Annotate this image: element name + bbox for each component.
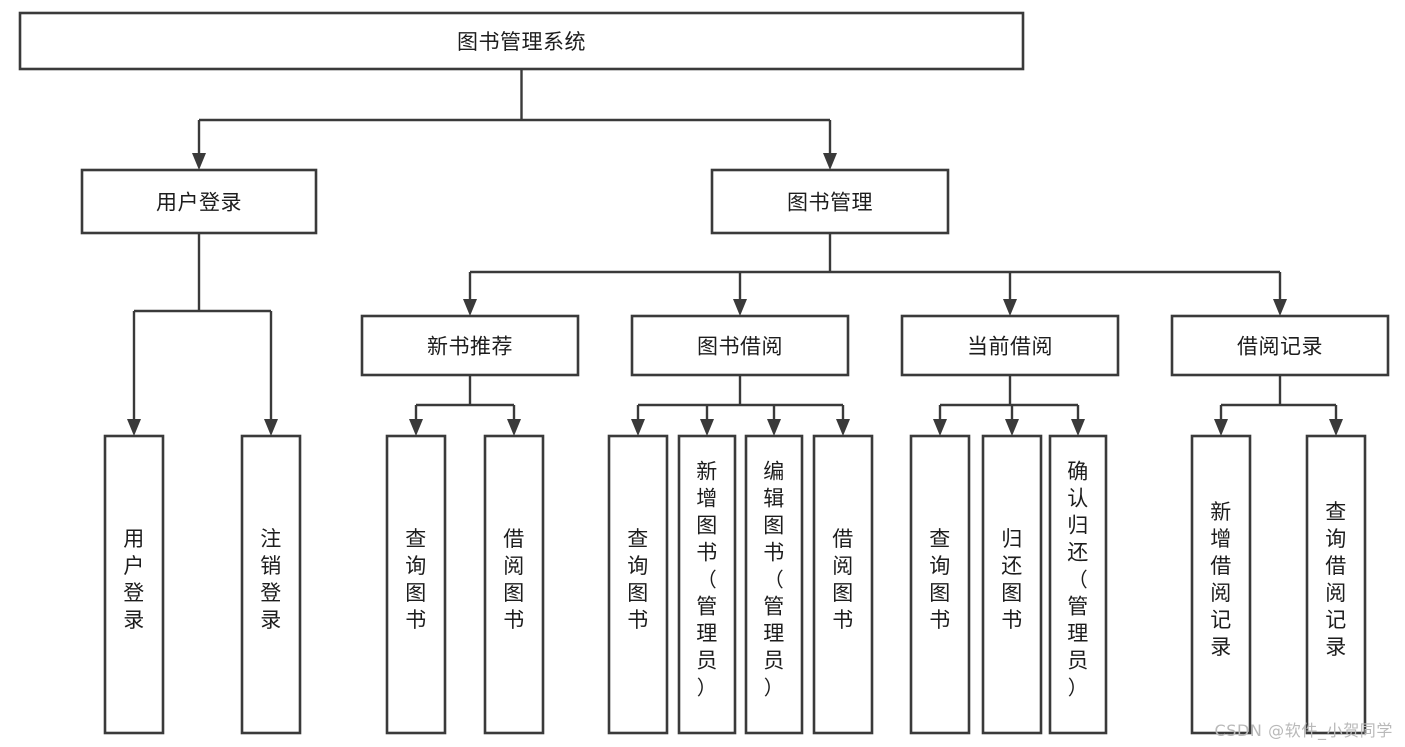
connector-book-borrow-to-leaves [631, 375, 850, 436]
connector-borrow-record-to-leaves [1214, 375, 1343, 436]
arrow-head-icon [409, 419, 423, 436]
arrow-head-icon [1329, 419, 1343, 436]
node-label: 查询图书 [627, 527, 649, 632]
node-label: 用户登录 [156, 191, 242, 215]
arrow-head-icon [127, 419, 141, 436]
node-borrow-record[interactable]: 借阅记录 [1170, 314, 1390, 377]
arrow-head-icon [1273, 299, 1287, 316]
node-label: 图书管理 [787, 191, 873, 215]
node-leaf-query-book-2[interactable]: 查询图书 [607, 434, 669, 735]
arrow-head-icon [192, 153, 206, 170]
node-label: 查询图书 [405, 527, 427, 632]
node-label: 新增借阅记录 [1210, 500, 1232, 659]
connector-book-management-to-level3 [463, 233, 1287, 316]
node-book-management[interactable]: 图书管理 [710, 168, 950, 235]
connector-layer [127, 69, 1343, 436]
connector-root-to-level2 [192, 69, 837, 170]
node-leaf-add-borrow-record[interactable]: 新增借阅记录 [1190, 434, 1252, 735]
connector-new-book-recommend-to-leaves [409, 375, 521, 436]
node-leaf-query-borrow-record[interactable]: 查询借阅记录 [1305, 434, 1367, 735]
node-leaf-add-book[interactable]: 新增图书（管理员） [677, 434, 737, 735]
arrow-head-icon [631, 419, 645, 436]
node-new-book-recommend[interactable]: 新书推荐 [360, 314, 580, 377]
node-label: 借阅记录 [1237, 335, 1323, 359]
arrow-head-icon [1214, 419, 1228, 436]
node-label: 注销登录 [260, 527, 282, 632]
arrow-head-icon [463, 299, 477, 316]
node-label: 编辑图书（管理员） [763, 460, 785, 700]
node-leaf-confirm-return[interactable]: 确认归还（管理员） [1048, 434, 1108, 735]
node-label: 新增图书（管理员） [696, 460, 718, 700]
node-label: 用户登录 [123, 527, 145, 632]
node-leaf-user-login[interactable]: 用户登录 [103, 434, 165, 735]
node-label: 图书借阅 [697, 335, 783, 359]
arrow-head-icon [836, 419, 850, 436]
node-label: 查询图书 [929, 527, 951, 632]
arrow-head-icon [733, 299, 747, 316]
node-label: 图书管理系统 [457, 30, 586, 54]
node-book-borrow[interactable]: 图书借阅 [630, 314, 850, 377]
node-label: 归还图书 [1001, 527, 1023, 632]
arrow-head-icon [264, 419, 278, 436]
arrow-head-icon [700, 419, 714, 436]
node-user-login[interactable]: 用户登录 [80, 168, 318, 235]
node-label: 查询借阅记录 [1325, 500, 1347, 659]
node-leaf-borrow-book-2[interactable]: 借阅图书 [812, 434, 874, 735]
node-leaf-return-book[interactable]: 归还图书 [981, 434, 1043, 735]
node-label: 确认归还（管理员） [1067, 460, 1089, 700]
node-leaf-query-book-1[interactable]: 查询图书 [385, 434, 447, 735]
arrow-head-icon [767, 419, 781, 436]
arrow-head-icon [933, 419, 947, 436]
node-layer: 图书管理系统用户登录图书管理新书推荐图书借阅当前借阅借阅记录用户登录注销登录查询… [18, 11, 1390, 735]
node-leaf-query-book-3[interactable]: 查询图书 [909, 434, 971, 735]
node-current-borrow[interactable]: 当前借阅 [900, 314, 1120, 377]
arrow-head-icon [1071, 419, 1085, 436]
arrow-head-icon [1003, 299, 1017, 316]
node-label: 借阅图书 [503, 527, 525, 632]
arrow-head-icon [507, 419, 521, 436]
node-leaf-logout[interactable]: 注销登录 [240, 434, 302, 735]
node-label: 当前借阅 [967, 335, 1053, 359]
arrow-head-icon [823, 153, 837, 170]
connector-user-login-to-leaves [127, 233, 278, 436]
arrow-head-icon [1005, 419, 1019, 436]
node-root[interactable]: 图书管理系统 [18, 11, 1025, 71]
node-leaf-borrow-book-1[interactable]: 借阅图书 [483, 434, 545, 735]
node-label: 借阅图书 [832, 527, 854, 632]
connector-current-borrow-to-leaves [933, 375, 1085, 436]
node-leaf-edit-book[interactable]: 编辑图书（管理员） [744, 434, 804, 735]
node-label: 新书推荐 [427, 335, 513, 359]
